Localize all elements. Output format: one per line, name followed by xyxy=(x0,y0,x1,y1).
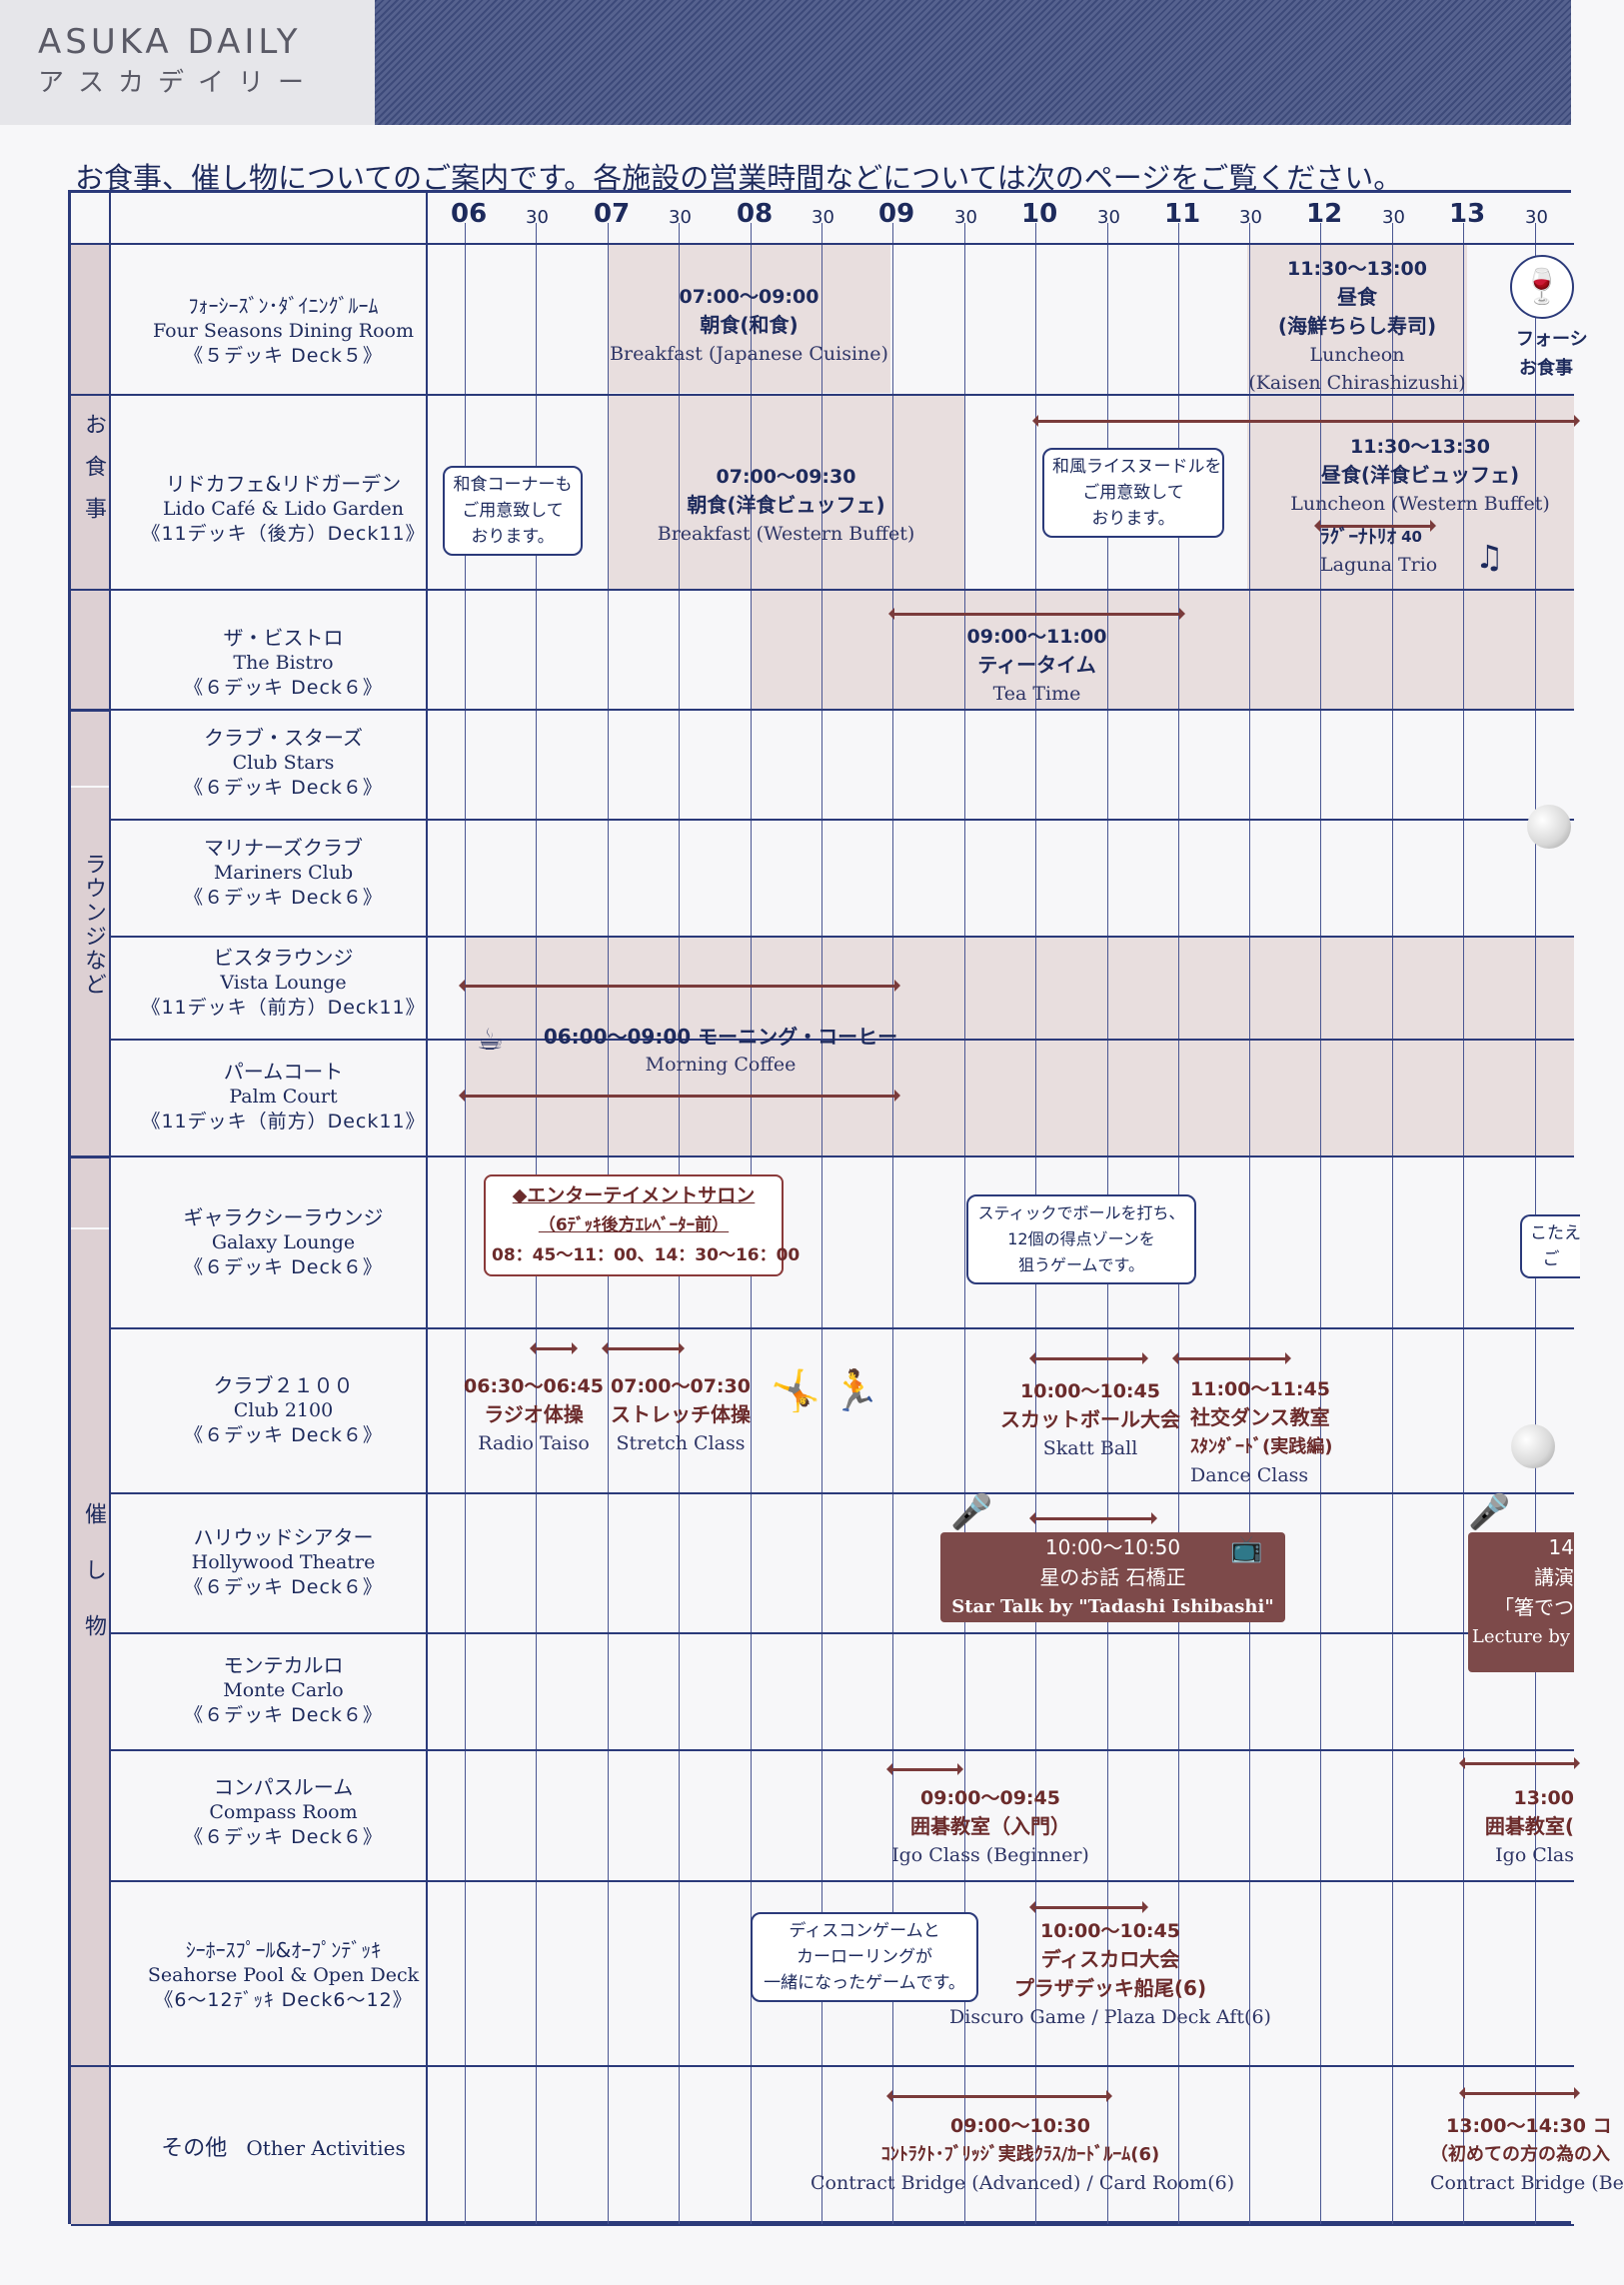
hour-label: 08 xyxy=(737,199,774,229)
hour-label: 12 xyxy=(1306,199,1343,229)
skatt-ball-note: スティックでボールを打ち、 12個の得点ゾーンを 狙うゲームです。 xyxy=(966,1194,1196,1284)
category-lounges-label: ラウンジなど xyxy=(81,853,106,997)
arrow-laguna-trio xyxy=(1314,520,1436,532)
arrow-igo xyxy=(886,1763,963,1775)
arrow-igo-pm xyxy=(1459,1757,1580,1769)
arrow-bistro-tea xyxy=(888,608,1185,620)
half-hour-label: 30 xyxy=(1097,207,1120,228)
arrow-bridge xyxy=(886,2090,1112,2102)
category-dining-bg xyxy=(71,245,109,786)
half-hour-label: 30 xyxy=(1239,207,1262,228)
microphone-icon: 🎤 xyxy=(950,1492,993,1532)
arrow-lido-noodle xyxy=(1032,415,1580,427)
half-hour-label: 30 xyxy=(954,207,977,228)
category-dining-label: お食事 xyxy=(81,413,106,539)
header-band xyxy=(375,0,1571,125)
salon-info-box: ◆エンターテイメントサロン （6ﾃﾞｯｷ後方ｴﾚﾍﾞｰﾀｰ前） 08：45～11… xyxy=(484,1174,800,1276)
discuro-note: ディスコンゲームと カーローリングが 一緒になったゲームです。 xyxy=(751,1912,978,2002)
schedule-grid: お食事 ラウンジなど 催し物 06 30 07 30 08 30 09 30 1… xyxy=(68,190,1624,2226)
event-fs-cut: フォーシお食事 xyxy=(1516,329,1588,379)
arrow-stretch xyxy=(602,1342,685,1354)
hour-label: 09 xyxy=(878,199,915,229)
event-morning-coffee: 06:00～09:00 モーニング・コーヒー Morning Coffee xyxy=(543,1025,898,1076)
hour-label: 10 xyxy=(1021,199,1058,229)
binder-hole xyxy=(1511,1424,1555,1468)
binder-hole xyxy=(1527,805,1571,849)
category-events-bg xyxy=(71,1229,109,2224)
coffee-cup-icon: ☕ xyxy=(477,1023,504,1058)
half-hour-label: 30 xyxy=(526,207,549,228)
half-hour-label: 30 xyxy=(812,207,834,228)
lido-note-rice-noodle: 和風ライスヌードルを ご用意致して おります。 xyxy=(1042,448,1224,538)
arrow-dance xyxy=(1172,1352,1291,1364)
half-hour-label: 30 xyxy=(669,207,692,228)
exercise-figure-icon: 🏃 xyxy=(830,1368,880,1414)
stretching-figure-icon: 🤸 xyxy=(771,1368,820,1414)
galaxy-note-cut: こたえ ご xyxy=(1520,1214,1581,1278)
category-lounges-bg xyxy=(71,788,109,1227)
hour-label: 11 xyxy=(1164,199,1201,229)
half-hour-label: 30 xyxy=(1382,207,1405,228)
arrow-bridge-pm xyxy=(1459,2087,1580,2099)
header-brand-area: ASUKA DAILY アスカデイリー xyxy=(0,0,375,125)
hour-label: 06 xyxy=(451,199,488,229)
arrow-discuro xyxy=(1029,1901,1148,1913)
lido-note-japanese-corner: 和食コーナーも ご用意致して おります。 xyxy=(443,466,583,556)
category-events-label: 催し物 xyxy=(81,1502,106,1670)
event-laguna-trio: ﾗｸﾞｰﾅﾄﾘｵ 40 Laguna Trio xyxy=(1320,526,1438,576)
arrow-vista-coffee xyxy=(459,980,900,992)
hour-label: 07 xyxy=(594,199,631,229)
wine-glass-icon: 🍷 xyxy=(1510,255,1574,319)
television-icon: 📺 xyxy=(1230,1534,1263,1564)
music-note-icon: ♫ xyxy=(1475,538,1504,576)
arrow-star-talk xyxy=(1029,1512,1157,1524)
half-hour-label: 30 xyxy=(1525,207,1548,228)
brand-subtitle: アスカデイリー xyxy=(38,68,319,98)
intro-text: お食事、催し物についてのご案内です。各施設の営業時間などについては次のページをご… xyxy=(75,161,1403,195)
venue-other-activities: その他 Other Activities xyxy=(161,2136,406,2161)
arrow-radio-taiso xyxy=(530,1342,578,1354)
arrow-skatt-ball xyxy=(1029,1352,1148,1364)
arrow-palm-coffee xyxy=(459,1090,900,1102)
hour-label: 13 xyxy=(1449,199,1486,229)
microphone-icon-2: 🎤 xyxy=(1468,1492,1511,1532)
brand-title: ASUKA DAILY xyxy=(38,22,302,62)
